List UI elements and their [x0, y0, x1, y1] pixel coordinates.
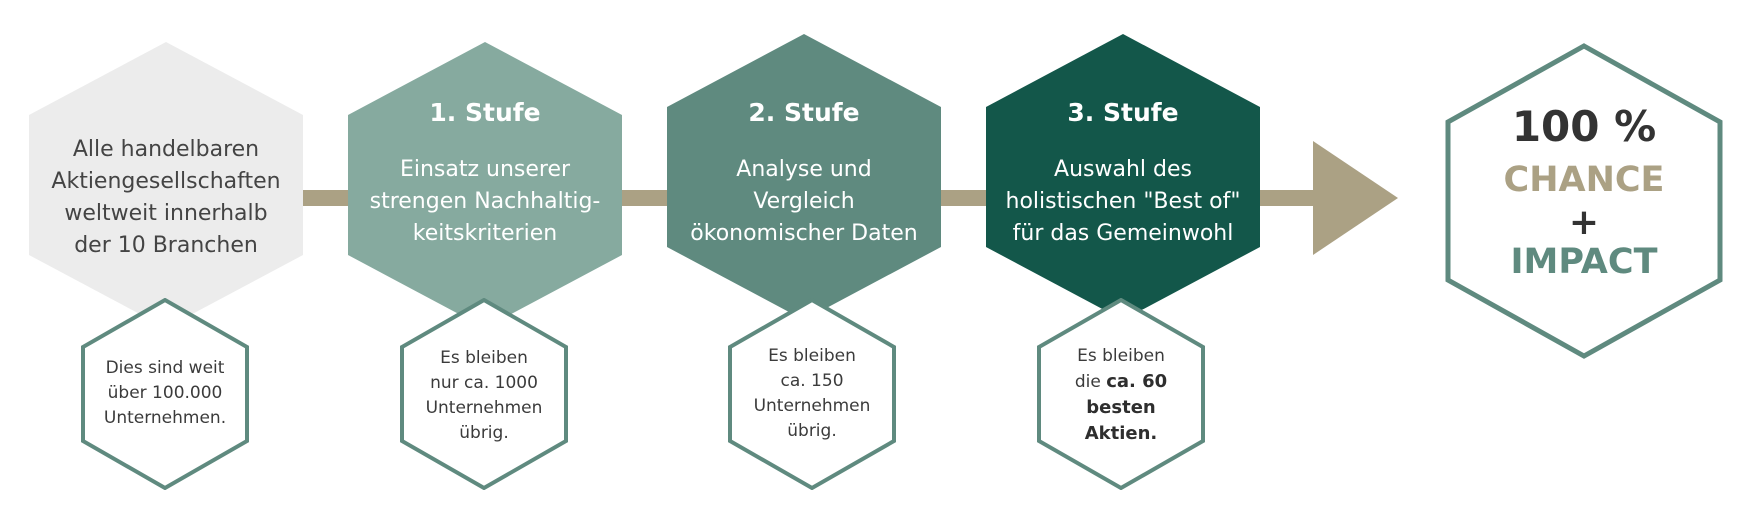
result-percent: 100 %: [1511, 102, 1657, 151]
stage-2-title: 2. Stufe: [748, 98, 860, 127]
stage-3-title: 3. Stufe: [1067, 98, 1179, 127]
start-line-3: weltweit innerhalb: [64, 201, 268, 226]
stage-3-result-bold-1: besten: [1086, 397, 1156, 418]
arrow-head-icon: [1313, 141, 1398, 255]
stage-3-result-count: ca. 60: [1106, 371, 1168, 392]
start-line-4: der 10 Branchen: [74, 233, 258, 258]
result-hexagon: 100 % CHANCE + IMPACT: [1443, 42, 1725, 360]
stage-1-result-hexagon: Es bleiben nur ca. 1000 Unternehmen übri…: [399, 298, 569, 490]
stage-3-result-line-2: die ca. 60: [1036, 369, 1206, 395]
result-chance: CHANCE: [1503, 160, 1665, 200]
stage-2-line-3: ökonomischer Daten: [690, 221, 918, 246]
connector-bar-1: [298, 190, 350, 206]
stage-2-result-hexagon: Es bleiben ca. 150 Unternehmen übrig.: [727, 298, 897, 490]
stage-3-result-bold-2: Aktien.: [1084, 423, 1158, 444]
stage-3-line-3: für das Gemeinwohl: [1012, 221, 1234, 246]
stage-3-line-1: Auswahl des: [1054, 157, 1192, 182]
stage-1-line-3: keitskriterien: [412, 221, 558, 246]
stage-2-result-text: Es bleiben ca. 150 Unternehmen übrig.: [727, 344, 897, 444]
stage-2-line-2: Vergleich: [753, 189, 855, 214]
stage-1-title: 1. Stufe: [429, 98, 541, 127]
stage-1-result-line-3: Unternehmen: [425, 398, 543, 418]
start-line-1: Alle handelbaren: [72, 137, 260, 162]
stage-3-hexagon: 3. Stufe Auswahl des holistischen "Best …: [984, 32, 1262, 322]
stage-1-result-text: Es bleiben nur ca. 1000 Unternehmen übri…: [399, 346, 569, 446]
stage-2-line-1: Analyse und: [736, 157, 872, 182]
stage-2-result-line-2: ca. 150: [780, 371, 844, 391]
stage-3-result-text: Es bleiben die ca. 60 besten Aktien.: [1036, 344, 1206, 447]
stage-1-line-2: strengen Nachhaltig-: [369, 189, 601, 214]
stage-3-result-prefix: die: [1074, 372, 1107, 392]
result-impact: IMPACT: [1510, 242, 1658, 282]
stage-2-description: Analyse und Vergleich ökonomischer Daten: [665, 154, 943, 250]
stage-3-description: Auswahl des holistischen "Best of" für d…: [984, 154, 1262, 250]
stage-1-description: Einsatz unserer strengen Nachhaltig- kei…: [346, 154, 624, 250]
stage-3-result-line-3: besten: [1036, 395, 1206, 421]
stage-2-result-line-3: Unternehmen: [753, 396, 871, 416]
start-line-2: Aktiengesellschaften: [51, 169, 281, 194]
start-hexagon: Alle handelbaren Aktiengesellschaften we…: [27, 40, 305, 330]
stage-1-result-line-4: übrig.: [459, 423, 509, 443]
stage-1-line-1: Einsatz unserer: [399, 157, 571, 182]
stage-3-line-2: holistischen "Best of": [1005, 189, 1241, 214]
arrow-shaft: [1258, 190, 1316, 206]
stage-3-result-hexagon: Es bleiben die ca. 60 besten Aktien.: [1036, 298, 1206, 490]
result-plus: +: [1568, 202, 1600, 243]
start-result-hexagon: Dies sind weit über 100.000 Unternehmen.: [80, 298, 250, 490]
start-result-line-2: über 100.000: [107, 383, 223, 403]
stage-2-result-line-1: Es bleiben: [768, 346, 856, 366]
connector-bar-2: [618, 190, 668, 206]
stage-2-result-line-4: übrig.: [787, 421, 837, 441]
start-result-line-3: Unternehmen.: [103, 408, 227, 428]
stage-1-result-line-2: nur ca. 1000: [430, 373, 538, 393]
connector-bar-3: [938, 190, 988, 206]
stage-1-hexagon: 1. Stufe Einsatz unserer strengen Nachha…: [346, 40, 624, 330]
stage-3-result-line-1: Es bleiben: [1077, 346, 1165, 366]
stage-1-result-line-1: Es bleiben: [440, 348, 528, 368]
stage-3-result-line-4: Aktien.: [1036, 421, 1206, 447]
start-result-text: Dies sind weit über 100.000 Unternehmen.: [80, 356, 250, 431]
stage-2-hexagon: 2. Stufe Analyse und Vergleich ökonomisc…: [665, 32, 943, 322]
start-description: Alle handelbaren Aktiengesellschaften we…: [27, 134, 305, 262]
start-result-line-1: Dies sind weit: [105, 358, 225, 378]
